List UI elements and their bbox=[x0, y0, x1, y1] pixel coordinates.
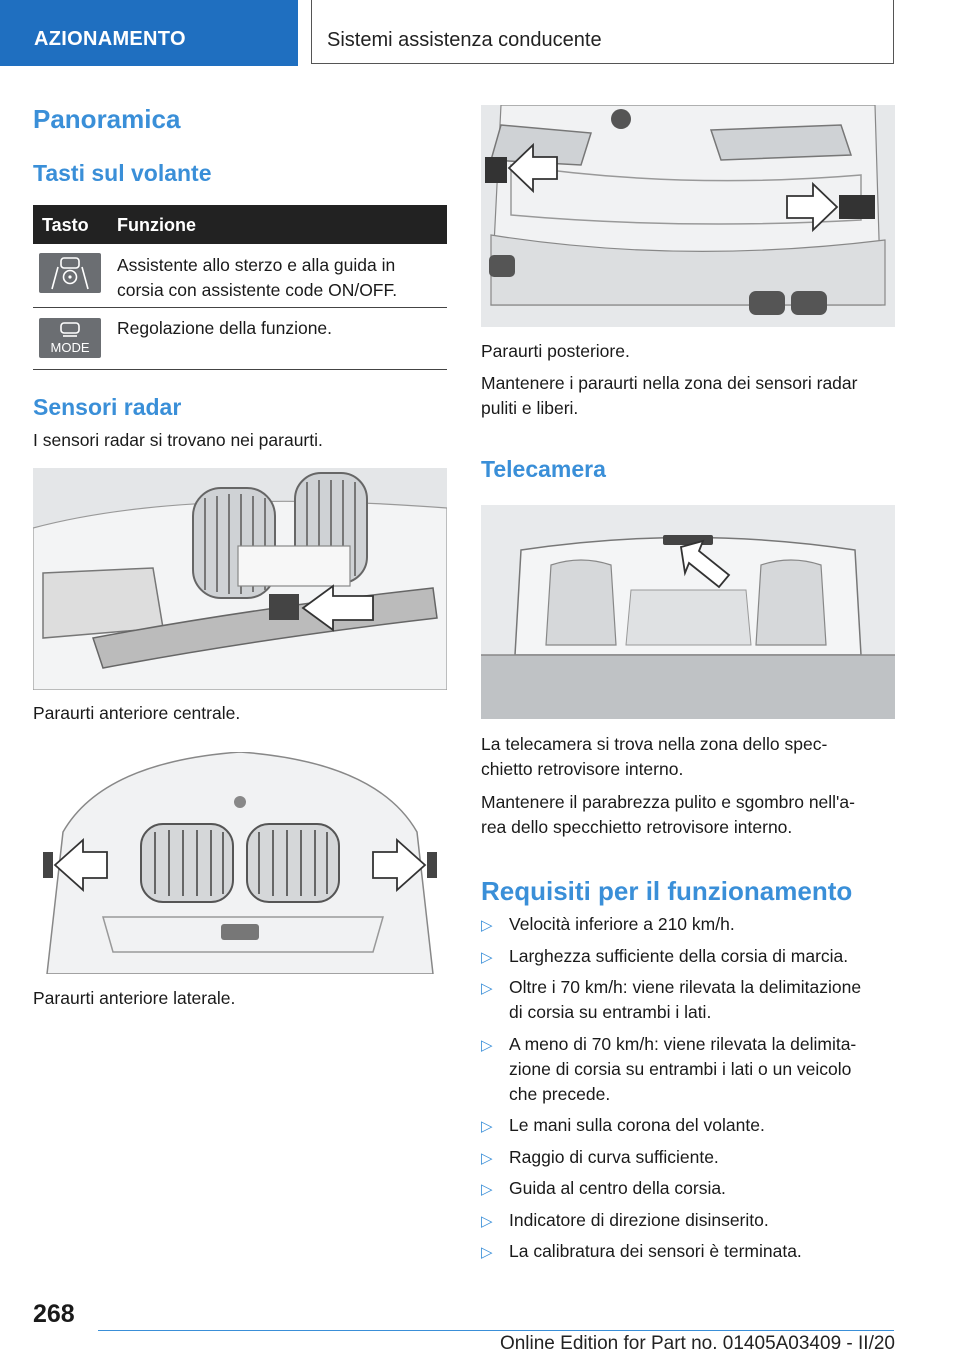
requirements-list: ▷ Velocità inferiore a 210 km/h. ▷ Larghezz… bbox=[481, 912, 901, 1271]
front-side-bumper-figure bbox=[43, 752, 437, 974]
bullet-triangle-icon: ▷ bbox=[481, 1181, 493, 1198]
heading-requirements: Requisiti per il funzionamento bbox=[481, 876, 853, 906]
list-item-text: di corsia su entrambi i lati. bbox=[509, 1002, 712, 1022]
row-function-text: Assistente allo sterzo e alla guida in c… bbox=[117, 255, 398, 300]
bullet-triangle-icon: ▷ bbox=[481, 1036, 493, 1054]
rear-bumper-figure bbox=[481, 105, 895, 327]
list-item: ▷ Raggio di curva sufficiente. bbox=[481, 1145, 901, 1170]
list-item-text: A meno di 70 km/h: viene rilevata la del… bbox=[509, 1033, 857, 1054]
radar-note: Mantenere i paraurti nella zona dei sens… bbox=[481, 373, 858, 418]
radar-intro: I sensori radar si trovano nei paraurti. bbox=[33, 430, 323, 450]
mode-button-icon: MODE bbox=[39, 318, 101, 358]
bullet-triangle-icon: ▷ bbox=[481, 1149, 493, 1167]
table-row: Assistente allo sterzo e alla guida in c… bbox=[33, 244, 447, 308]
list-item-text: Oltre i 70 km/h: viene rilevata la delim… bbox=[509, 977, 862, 997]
row-function-text: Regolazione della funzione. bbox=[117, 318, 333, 338]
mode-key-label: MODE bbox=[50, 340, 90, 355]
bullet-triangle-icon: ▷ bbox=[481, 980, 493, 997]
chapter-tab: Sistemi assistenza conducente bbox=[311, 0, 894, 64]
table-header: Tasto Funzione bbox=[33, 205, 447, 244]
lane-assist-icon bbox=[39, 253, 101, 293]
bullet-triangle-icon: ▷ bbox=[481, 948, 493, 966]
bullet-triangle-icon: ▷ bbox=[481, 1244, 493, 1261]
footer-divider bbox=[98, 1330, 894, 1331]
list-item-text: Le mani sulla corona del volante. bbox=[509, 1115, 765, 1135]
caption-front-center: Paraurti anteriore centrale. bbox=[33, 703, 241, 723]
camera-figure bbox=[481, 505, 895, 719]
list-item: ▷ Larghezza sufficiente della corsia di m… bbox=[481, 944, 901, 969]
edition-note: Online Edition for Part no. 01405A03409 … bbox=[499, 1333, 895, 1354]
section-label: AZIONAMENTO bbox=[34, 28, 186, 50]
bullet-triangle-icon: ▷ bbox=[481, 1118, 493, 1135]
heading-steering-buttons: Tasti sul volante bbox=[33, 160, 212, 186]
list-item: ▷ La calibratura dei sensori è terminata. bbox=[481, 1239, 901, 1264]
list-item: ▷ Indicatore di direzione disinserito. bbox=[481, 1208, 901, 1233]
page-number: 268 bbox=[33, 1300, 75, 1328]
list-item: ▷ Oltre i 70 km/h: viene rilevata la deli… bbox=[481, 975, 901, 1025]
heading-radar: Sensori radar bbox=[33, 394, 182, 420]
heading-camera: Telecamera bbox=[481, 456, 606, 482]
camera-maintenance-text: Mantenere il parabrezza pulito e sgombro… bbox=[481, 792, 855, 837]
list-item: ▷ Le mani sulla corona del volante. bbox=[481, 1113, 901, 1138]
list-item-text: Indicatore di direzione disinserito. bbox=[509, 1209, 769, 1230]
bullet-triangle-icon: ▷ bbox=[481, 1212, 493, 1230]
caption-front-side: Paraurti anteriore laterale. bbox=[33, 988, 236, 1008]
page-title: Panoramica bbox=[33, 104, 181, 134]
col-function-header: Funzione bbox=[117, 215, 196, 235]
chapter-label: Sistemi assistenza conducente bbox=[327, 29, 602, 51]
list-item-text: Velocità inferiore a 210 km/h. bbox=[509, 914, 735, 934]
front-center-bumper-figure bbox=[33, 468, 447, 690]
section-tab: AZIONAMENTO bbox=[0, 0, 298, 66]
list-item: ▷ Velocità inferiore a 210 km/h. bbox=[481, 912, 901, 937]
list-item-text: zione di corsia su entrambi i lati o un … bbox=[509, 1058, 852, 1079]
camera-location-text: La telecamera si trova nella zona dello … bbox=[481, 734, 828, 779]
list-item: ▷ A meno di 70 km/h: viene rilevata la de… bbox=[481, 1032, 901, 1107]
list-item-text: Raggio di curva sufficiente. bbox=[509, 1146, 719, 1167]
list-item-text: Larghezza sufficiente della corsia di ma… bbox=[509, 945, 849, 966]
col-key-header: Tasto bbox=[42, 215, 89, 235]
steering-buttons-table: Tasto Funzione Assistente allo sterzo e … bbox=[33, 205, 447, 370]
table-row: MODE Regolazione della funzione. bbox=[33, 308, 447, 370]
caption-rear: Paraurti posteriore. bbox=[481, 341, 630, 361]
list-item-text: Guida al centro della corsia. bbox=[509, 1178, 726, 1198]
bullet-triangle-icon: ▷ bbox=[481, 917, 493, 934]
list-item-text: La calibratura dei sensori è terminata. bbox=[509, 1241, 802, 1261]
list-item-text: che precede. bbox=[509, 1083, 611, 1104]
list-item: ▷ Guida al centro della corsia. bbox=[481, 1176, 901, 1201]
